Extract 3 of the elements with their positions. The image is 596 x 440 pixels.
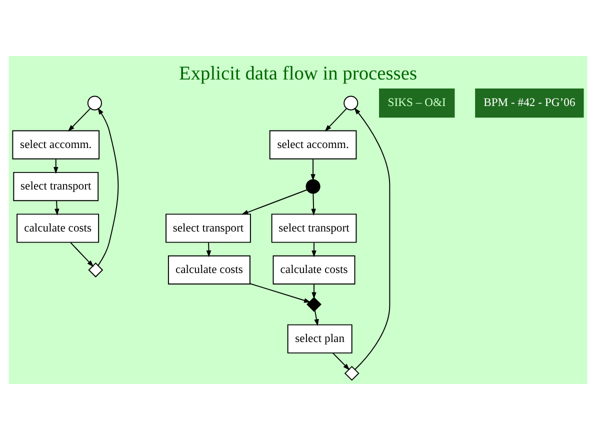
- diagram-title: Explicit data flow in processes: [178, 63, 418, 84]
- label: BPM - #42 - PG’06: [484, 96, 576, 110]
- label: SIKS – O&I: [388, 96, 446, 110]
